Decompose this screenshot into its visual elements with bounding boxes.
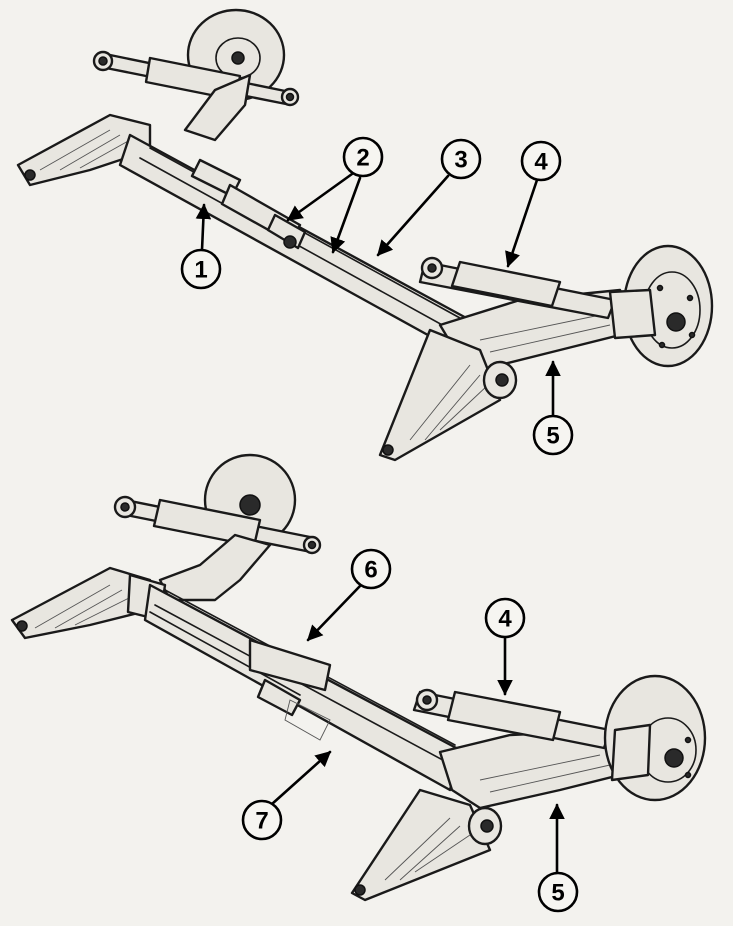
- callout-2-label: 2: [356, 145, 369, 172]
- callout-7: 7: [241, 750, 332, 841]
- callout-7-label: 7: [255, 808, 268, 835]
- callout-6: 6: [306, 548, 392, 642]
- bottom-far-mounting-bracket: [10, 566, 167, 640]
- top-axle-beam: [118, 133, 472, 352]
- top-near-mounting-bracket: [378, 328, 518, 462]
- callout-5b-label: 5: [551, 880, 564, 907]
- callout-5b: 5: [537, 803, 579, 913]
- callout-4b: 4: [484, 597, 526, 696]
- bottom-near-mounting-bracket: [350, 788, 503, 902]
- top-axle-assembly: 1 2 3 4 5: [16, 8, 714, 462]
- bottom-near-brake-disc: [603, 674, 707, 802]
- top-far-trailing-arm: [183, 73, 252, 142]
- callout-1: 1: [180, 203, 222, 290]
- bottom-near-shock-absorber: [412, 688, 612, 750]
- callout-4b-label: 4: [498, 606, 512, 633]
- callout-4: 4: [505, 140, 562, 268]
- callout-2: 2: [286, 136, 384, 254]
- bottom-axle-assembly: 6 4 7 5: [10, 453, 707, 913]
- bottom-far-trailing-arm: [158, 533, 272, 602]
- callout-5-label: 5: [546, 423, 559, 450]
- callout-1-label: 1: [194, 257, 207, 284]
- bottom-axle-beam: [143, 583, 462, 792]
- top-near-brake-drum: [608, 244, 714, 368]
- callout-3-label: 3: [454, 147, 467, 174]
- top-near-shock-absorber: [418, 256, 617, 320]
- callout-3: 3: [376, 138, 482, 257]
- callout-5: 5: [532, 360, 574, 456]
- callout-6-label: 6: [364, 557, 377, 584]
- callout-4-label: 4: [534, 149, 548, 176]
